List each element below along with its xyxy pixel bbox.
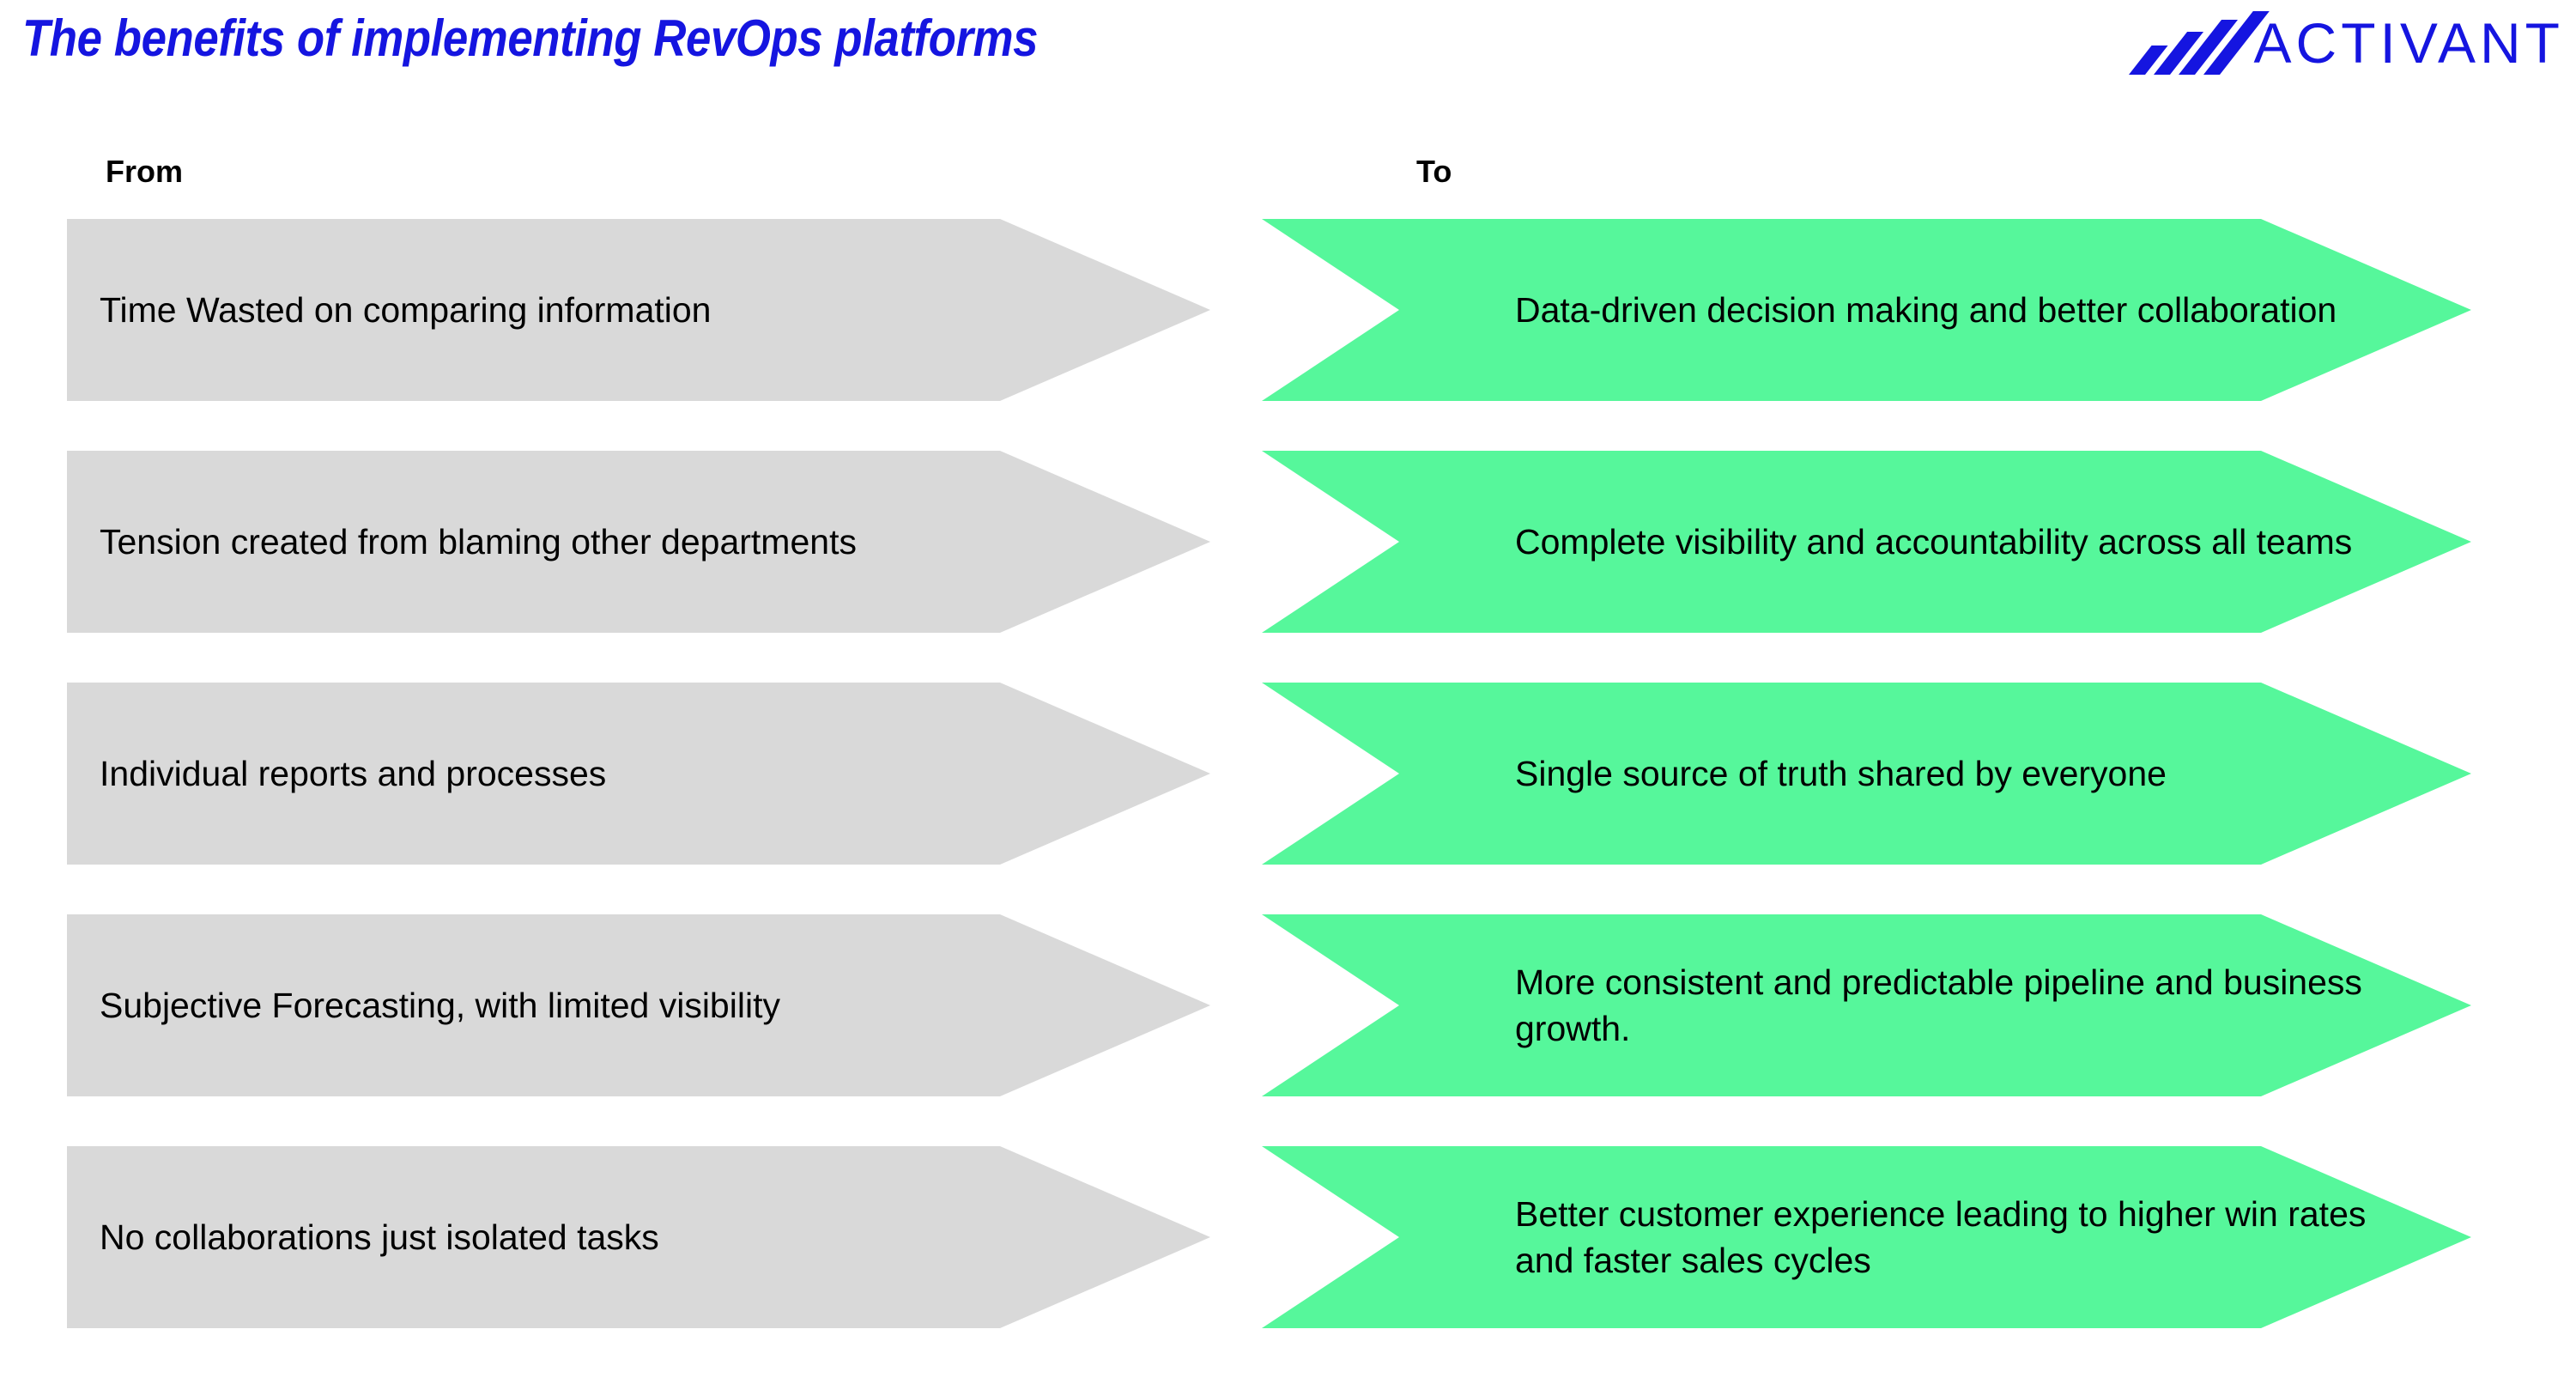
column-header-to: To <box>1416 154 1452 189</box>
from-text-5: No collaborations just isolated tasks <box>100 1217 659 1257</box>
logo-wordmark: ACTIVANT <box>2253 11 2564 75</box>
from-arrow-1[interactable]: Time Wasted on comparing information <box>67 219 1210 401</box>
to-text-4: More consistent and predictable pipeline… <box>1515 962 2362 1048</box>
comparison-row: Tension created from blaming other depar… <box>0 451 2576 633</box>
to-text-2: Complete visibility and accountability a… <box>1515 521 2353 561</box>
from-arrow-2[interactable]: Tension created from blaming other depar… <box>67 451 1210 633</box>
from-text-1: Time Wasted on comparing information <box>100 289 712 330</box>
comparison-row: Individual reports and processes Single … <box>0 683 2576 865</box>
to-text-5: Better customer experience leading to hi… <box>1515 1193 2367 1280</box>
from-arrow-5[interactable]: No collaborations just isolated tasks <box>67 1146 1210 1328</box>
to-chevron-4[interactable]: More consistent and predictable pipeline… <box>1262 914 2471 1096</box>
to-chevron-3[interactable]: Single source of truth shared by everyon… <box>1262 683 2471 865</box>
to-chevron-2[interactable]: Complete visibility and accountability a… <box>1262 451 2471 633</box>
to-chevron-5[interactable]: Better customer experience leading to hi… <box>1262 1146 2471 1328</box>
to-chevron-1[interactable]: Data-driven decision making and better c… <box>1262 219 2471 401</box>
from-arrow-3[interactable]: Individual reports and processes <box>67 683 1210 865</box>
activant-slashes-icon <box>2128 11 2270 75</box>
comparison-row: Time Wasted on comparing information Dat… <box>0 219 2576 401</box>
comparison-row: No collaborations just isolated tasks Be… <box>0 1146 2576 1328</box>
comparison-row: Subjective Forecasting, with limited vis… <box>0 914 2576 1096</box>
from-text-3: Individual reports and processes <box>100 753 607 793</box>
from-text-4: Subjective Forecasting, with limited vis… <box>100 985 780 1025</box>
activant-logo: ACTIVANT <box>2128 9 2564 77</box>
to-text-1: Data-driven decision making and better c… <box>1515 289 2337 330</box>
to-text-3: Single source of truth shared by everyon… <box>1515 753 2167 793</box>
from-text-2: Tension created from blaming other depar… <box>100 521 857 561</box>
column-header-from: From <box>106 154 183 189</box>
from-arrow-4[interactable]: Subjective Forecasting, with limited vis… <box>67 914 1210 1096</box>
page-title: The benefits of implementing RevOps plat… <box>22 9 1039 67</box>
